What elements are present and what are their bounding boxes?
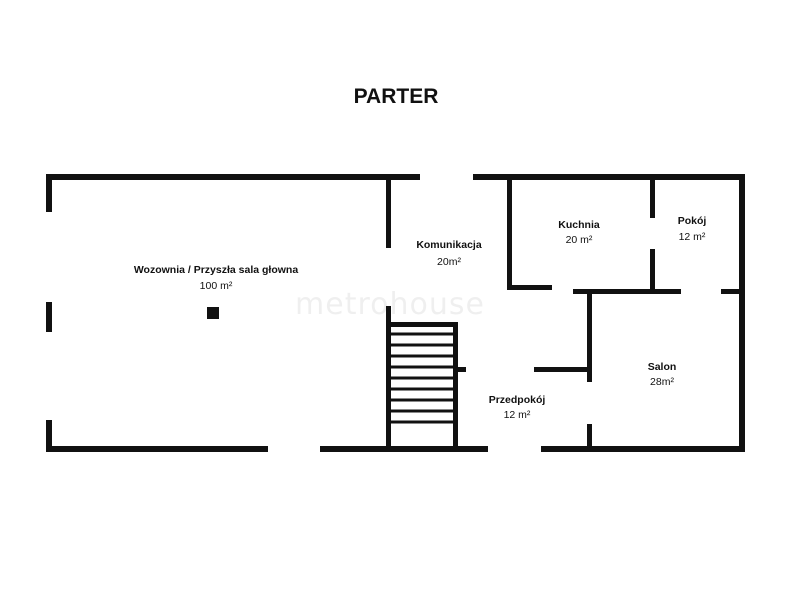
wall-salon-left bbox=[587, 292, 592, 382]
wall-salon-left-lower bbox=[587, 424, 592, 448]
room-area: 28m² bbox=[650, 376, 674, 388]
wall-right bbox=[739, 174, 745, 452]
room-kuchnia: Kuchnia 20 m² bbox=[558, 219, 600, 246]
room-wozownia: Wozownia / Przyszła sala głowna 100 m² bbox=[134, 264, 299, 292]
wall-bottom-left bbox=[46, 446, 268, 452]
wall-left-middle bbox=[46, 302, 52, 332]
room-komunikacja: Komunikacja 20m² bbox=[416, 239, 482, 268]
wall-hall-stub-right bbox=[534, 367, 588, 372]
wall-hall-lower bbox=[386, 306, 391, 446]
wall-room-divider-lower bbox=[650, 249, 655, 293]
wall-kitchen-bottom bbox=[507, 285, 552, 290]
wall-hall-stub-left bbox=[456, 367, 466, 372]
wall-left-upper bbox=[46, 174, 52, 212]
wall-top-right bbox=[473, 174, 745, 180]
room-name: Przedpokój bbox=[489, 394, 546, 406]
room-salon: Salon 28m² bbox=[648, 361, 677, 388]
room-area: 20m² bbox=[437, 256, 461, 268]
walls bbox=[46, 174, 745, 452]
stair-frame-right bbox=[453, 322, 458, 448]
room-pokoj: Pokój 12 m² bbox=[678, 215, 707, 243]
room-name: Wozownia / Przyszła sala głowna bbox=[134, 264, 299, 276]
room-area: 12 m² bbox=[504, 409, 531, 421]
room-area: 12 m² bbox=[679, 231, 706, 243]
floor-title: PARTER bbox=[354, 85, 439, 108]
wall-kitchen-bottom-right bbox=[573, 289, 681, 294]
room-name: Kuchnia bbox=[558, 219, 600, 231]
column bbox=[207, 307, 219, 319]
wall-kitchen-left bbox=[507, 180, 512, 290]
wall-room-divider-upper bbox=[650, 180, 655, 218]
wall-bottom-middle bbox=[320, 446, 488, 452]
room-area: 20 m² bbox=[566, 234, 593, 246]
room-przedpokoj: Przedpokój 12 m² bbox=[489, 394, 546, 421]
staircase bbox=[390, 332, 453, 424]
wall-hall-upper bbox=[386, 180, 391, 248]
wall-top-left bbox=[46, 174, 420, 180]
room-name: Salon bbox=[648, 361, 677, 373]
wall-left-lower bbox=[46, 420, 52, 452]
room-name: Pokój bbox=[678, 215, 707, 227]
stair-frame-top bbox=[386, 322, 458, 327]
wall-room-bottom bbox=[721, 289, 745, 294]
wall-bottom-right bbox=[541, 446, 745, 452]
room-name: Komunikacja bbox=[416, 239, 482, 251]
room-area: 100 m² bbox=[200, 280, 233, 292]
